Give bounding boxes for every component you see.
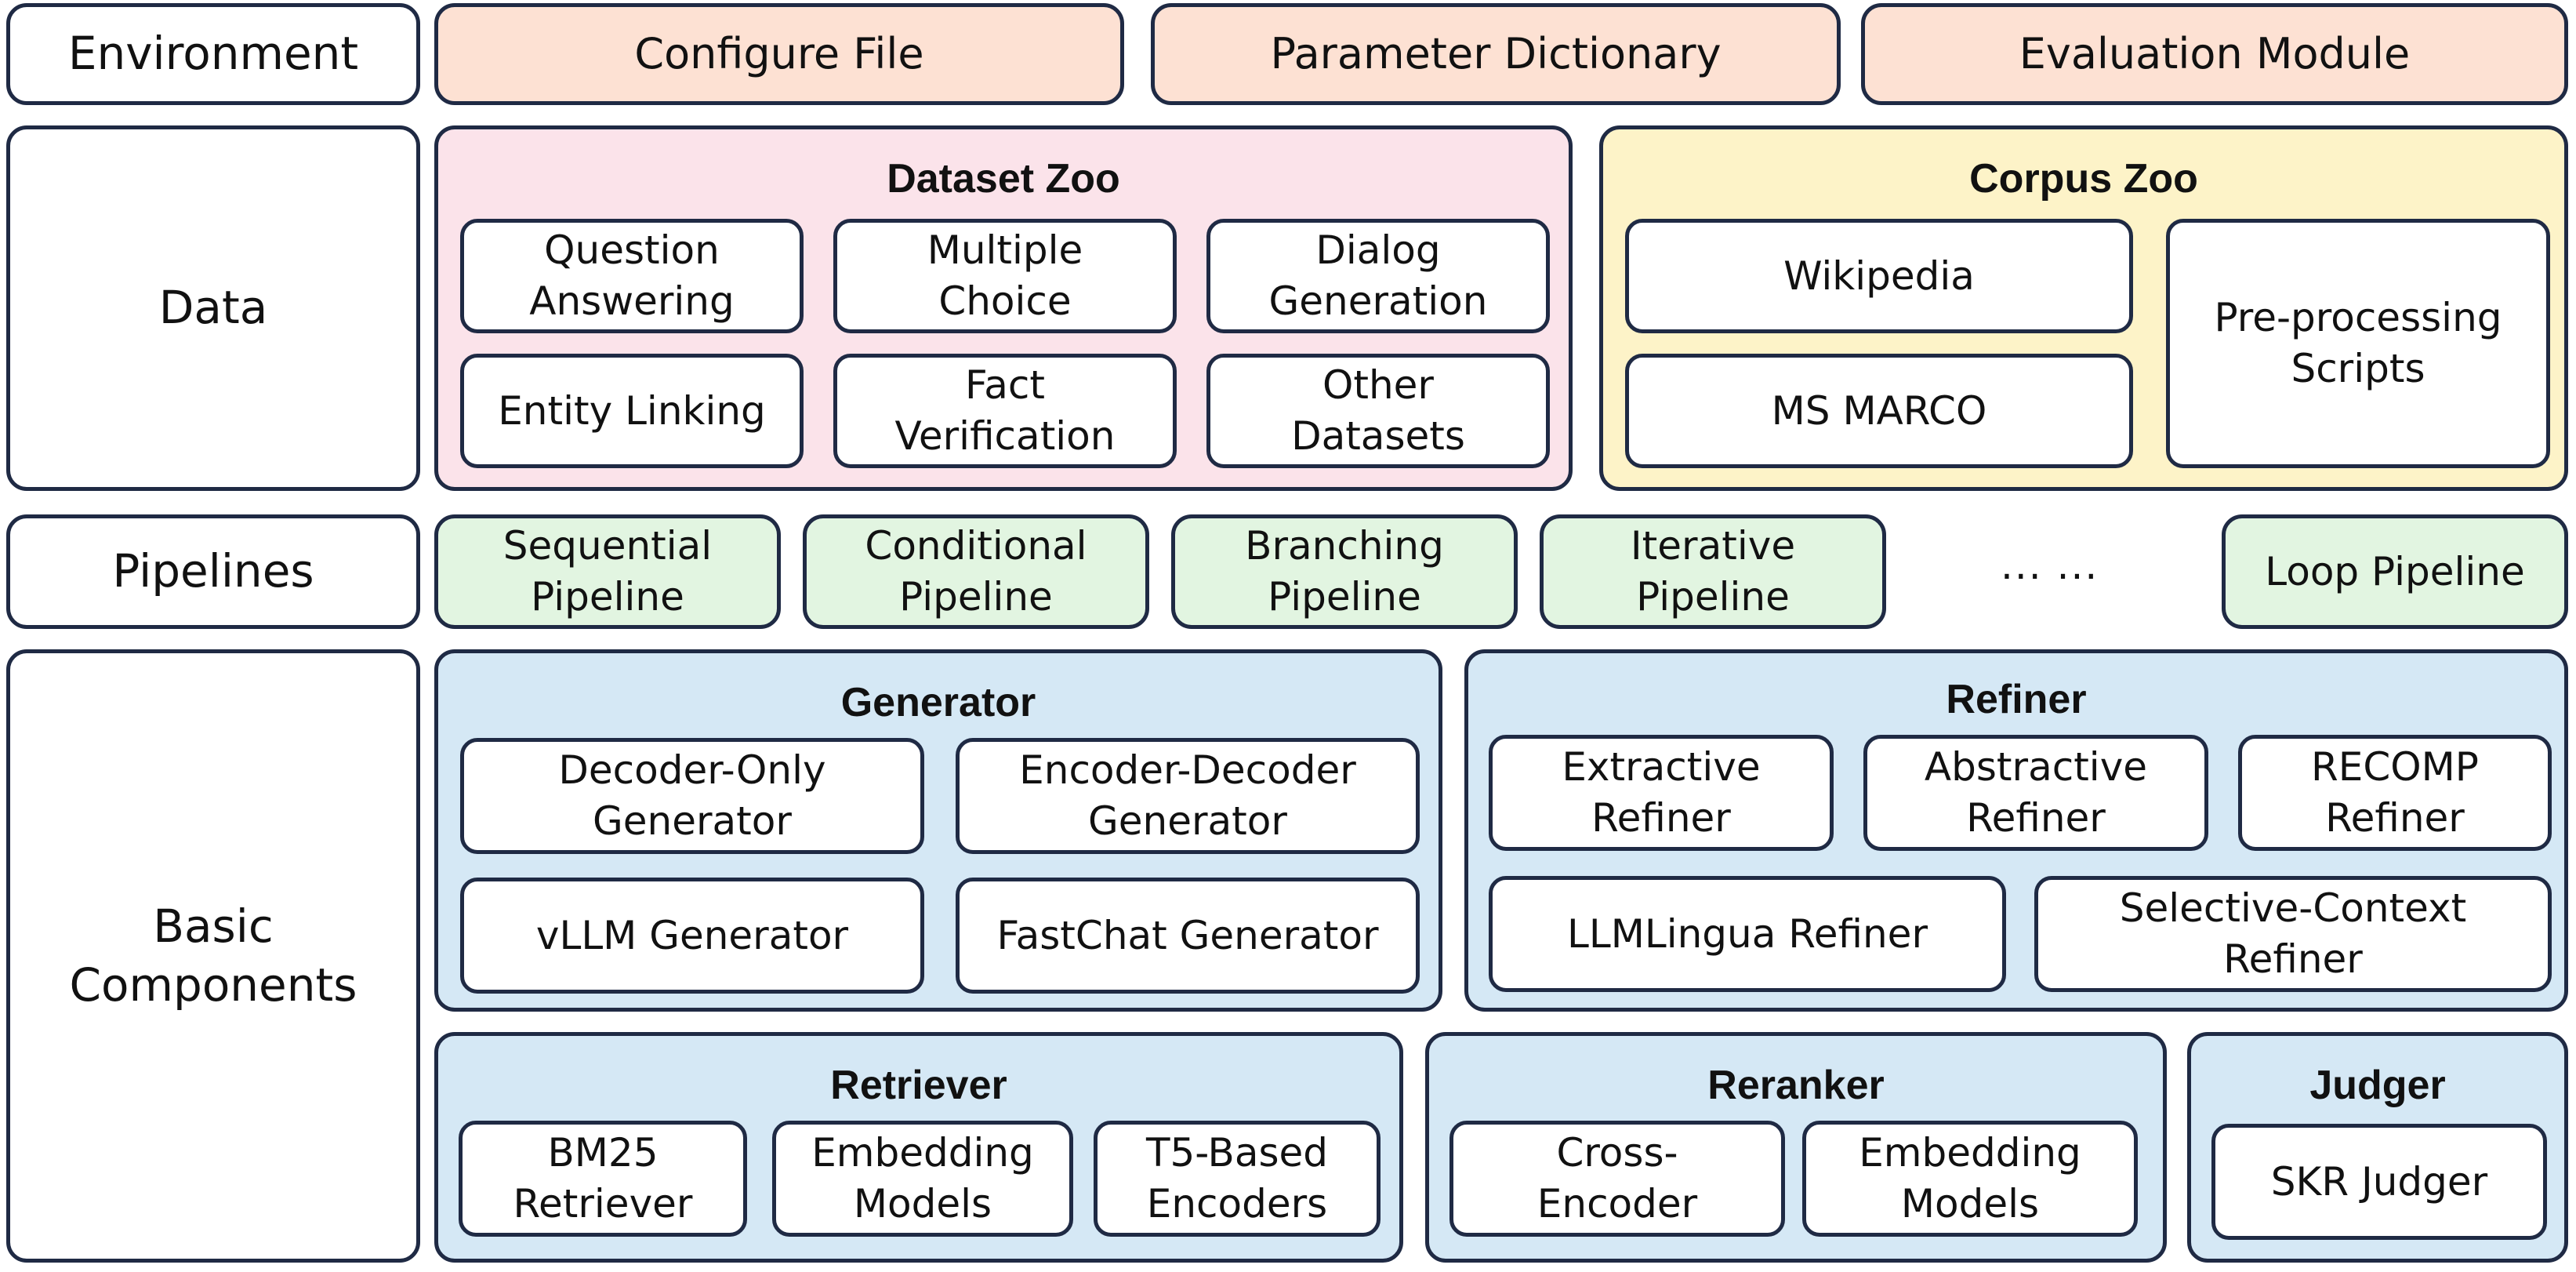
retriever-embedding-models: Embedding Models bbox=[772, 1121, 1073, 1237]
reranker-group: Reranker Cross- Encoder Embedding Models bbox=[1425, 1032, 2167, 1263]
dataset-other-datasets: Other Datasets bbox=[1206, 354, 1550, 468]
pipeline-sequential: Sequential Pipeline bbox=[434, 514, 781, 629]
dataset-question-answering: Question Answering bbox=[460, 219, 804, 333]
corpus-zoo-title: Corpus Zoo bbox=[1969, 156, 2198, 202]
corpus-preprocessing-scripts: Pre-processing Scripts bbox=[2166, 219, 2550, 468]
parameter-dictionary-box: Parameter Dictionary bbox=[1151, 3, 1841, 105]
row-label-environment: Environment bbox=[6, 3, 420, 105]
corpus-zoo-group: Corpus Zoo Wikipedia MS MARCO Pre-proces… bbox=[1599, 125, 2568, 491]
generator-encoder-decoder: Encoder-Decoder Generator bbox=[956, 738, 1420, 854]
refiner-recomp: RECOMP Refiner bbox=[2238, 735, 2552, 851]
judger-title: Judger bbox=[2309, 1063, 2446, 1108]
generator-title: Generator bbox=[840, 680, 1036, 725]
pipeline-iterative: Iterative Pipeline bbox=[1540, 514, 1886, 629]
corpus-wikipedia: Wikipedia bbox=[1625, 219, 2133, 333]
dataset-entity-linking: Entity Linking bbox=[460, 354, 804, 468]
dataset-zoo-title: Dataset Zoo bbox=[887, 156, 1120, 202]
generator-vllm: vLLM Generator bbox=[460, 878, 924, 994]
reranker-cross-encoder: Cross- Encoder bbox=[1449, 1121, 1785, 1237]
row-label-basic-components: Basic Components bbox=[6, 649, 420, 1263]
refiner-extractive: Extractive Refiner bbox=[1489, 735, 1834, 851]
pipeline-loop: Loop Pipeline bbox=[2222, 514, 2568, 629]
pipelines-ellipsis: ... ... bbox=[2001, 543, 2099, 588]
dataset-multiple-choice: Multiple Choice bbox=[833, 219, 1177, 333]
judger-group: Judger SKR Judger bbox=[2187, 1032, 2568, 1263]
dataset-dialog-generation: Dialog Generation bbox=[1206, 219, 1550, 333]
retriever-bm25: BM25 Retriever bbox=[459, 1121, 747, 1237]
corpus-ms-marco: MS MARCO bbox=[1625, 354, 2133, 468]
refiner-selective-context: Selective-Context Refiner bbox=[2034, 876, 2552, 992]
pipeline-branching: Branching Pipeline bbox=[1171, 514, 1518, 629]
pipeline-conditional: Conditional Pipeline bbox=[803, 514, 1149, 629]
row-label-data: Data bbox=[6, 125, 420, 491]
dataset-fact-verification: Fact Verification bbox=[833, 354, 1177, 468]
evaluation-module-box: Evaluation Module bbox=[1861, 3, 2568, 105]
generator-decoder-only: Decoder-Only Generator bbox=[460, 738, 924, 854]
refiner-llmlingua: LLMLingua Refiner bbox=[1489, 876, 2006, 992]
refiner-title: Refiner bbox=[1946, 677, 2087, 722]
dataset-zoo-group: Dataset Zoo Question Answering Multiple … bbox=[434, 125, 1573, 491]
row-label-pipelines: Pipelines bbox=[6, 514, 420, 629]
generator-fastchat: FastChat Generator bbox=[956, 878, 1420, 994]
reranker-title: Reranker bbox=[1707, 1063, 1885, 1108]
retriever-t5-based-encoders: T5-Based Encoders bbox=[1094, 1121, 1381, 1237]
configure-file-box: Configure File bbox=[434, 3, 1124, 105]
refiner-group: Refiner Extractive Refiner Abstractive R… bbox=[1464, 649, 2568, 1012]
refiner-abstractive: Abstractive Refiner bbox=[1863, 735, 2208, 851]
retriever-group: Retriever BM25 Retriever Embedding Model… bbox=[434, 1032, 1403, 1263]
retriever-title: Retriever bbox=[830, 1063, 1007, 1108]
generator-group: Generator Decoder-Only Generator Encoder… bbox=[434, 649, 1442, 1012]
judger-skr: SKR Judger bbox=[2211, 1124, 2547, 1240]
reranker-embedding-models: Embedding Models bbox=[1802, 1121, 2138, 1237]
